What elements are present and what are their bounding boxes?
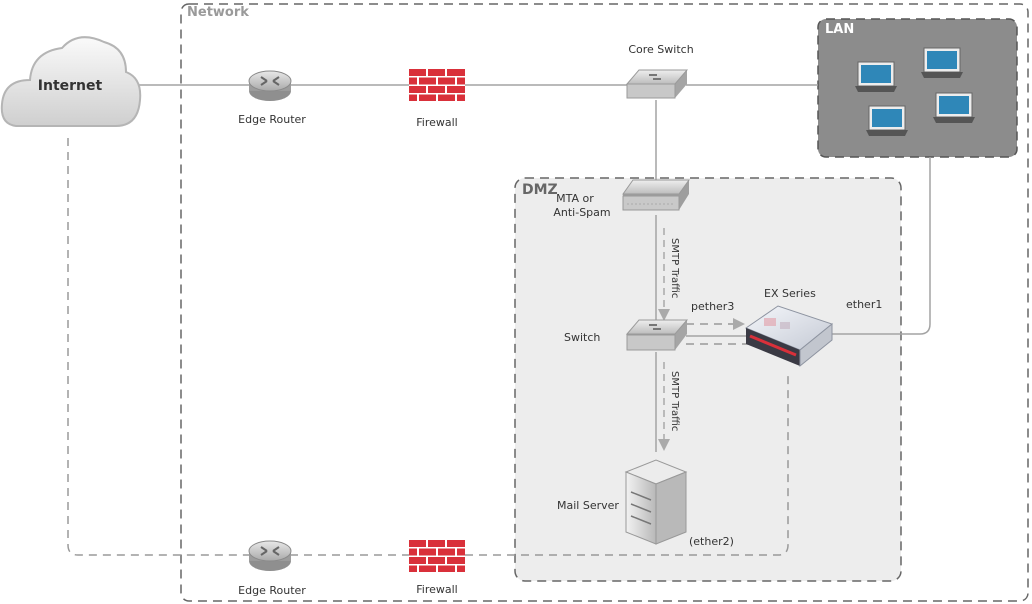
laptop-icon xyxy=(921,47,963,78)
firewall-brick-icon xyxy=(409,540,465,572)
laptop-icon xyxy=(866,105,908,136)
ex-series-appliance-icon xyxy=(744,305,834,368)
lan-zone-label: LAN xyxy=(825,22,855,37)
mail-server-label: Mail Server xyxy=(557,499,619,512)
dmz-zone-label: DMZ xyxy=(522,182,558,198)
cloud-icon xyxy=(0,36,142,127)
pether3-label: pether3 xyxy=(691,300,735,313)
edge-router-label: Edge Router xyxy=(238,113,306,126)
laptop-icon xyxy=(933,92,975,123)
switch-icon xyxy=(625,69,689,99)
switch-label: Switch xyxy=(564,331,601,344)
dmz-zone xyxy=(514,177,902,582)
tower-server-icon xyxy=(624,459,688,545)
ex-series-label: EX Series xyxy=(764,287,816,300)
backup-link-firewall-ex xyxy=(465,372,789,556)
ether1-label: ether1 xyxy=(846,298,883,311)
switch-icon xyxy=(622,179,690,211)
router-icon xyxy=(248,540,292,571)
firewall-label: Firewall xyxy=(416,116,458,129)
network-zone xyxy=(180,3,1029,602)
link-ex-lan xyxy=(830,157,931,335)
switch-icon xyxy=(625,319,689,351)
lan-zone xyxy=(817,18,1018,158)
core-switch-label: Core Switch xyxy=(628,43,694,56)
edge-router-bottom-label: Edge Router xyxy=(238,584,306,597)
mta-label-line1: MTA or xyxy=(556,192,594,205)
smtp-traffic-label-upper: SMTP Traffic xyxy=(669,238,680,299)
mta-label-line2: Anti-Spam xyxy=(553,206,611,219)
backup-path-internet xyxy=(67,138,250,556)
firewall-brick-icon xyxy=(409,69,465,101)
router-icon xyxy=(248,70,292,101)
ether2-label: (ether2) xyxy=(689,535,734,548)
smtp-traffic-label-lower: SMTP Traffic xyxy=(669,371,680,432)
network-zone-label: Network xyxy=(187,5,249,20)
internet-label: Internet xyxy=(37,78,103,94)
laptop-icon xyxy=(855,61,897,92)
firewall-bottom-label: Firewall xyxy=(416,583,458,596)
